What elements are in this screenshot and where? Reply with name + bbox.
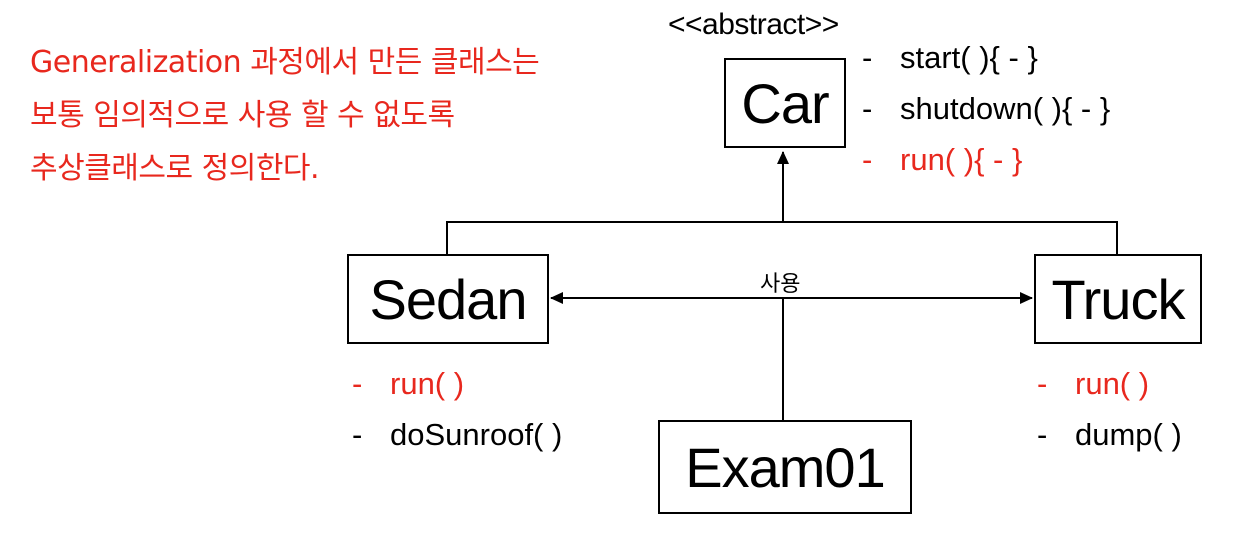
truck-methods: -run( ) -dump( ) [1037,358,1182,460]
note-line: 추상클래스로 정의한다. [30,151,320,186]
exam01-class-name: Exam01 [685,435,885,499]
car-class-box: Car [724,58,846,148]
car-method-shutdown: -shutdown( ){ - } [862,91,1111,126]
sedan-method-run: -run( ) [352,366,465,401]
note-line: 보통 임의적으로 사용 할 수 없도록 [30,98,455,133]
truck-method-dump: -dump( ) [1037,417,1182,452]
car-method-start: -start( ){ - } [862,40,1038,75]
note-line: Generalization 과정에서 만든 클래스는 [30,45,540,80]
truck-class-name: Truck [1051,267,1186,331]
truck-method-run: -run( ) [1037,366,1150,401]
car-method-run: -run( ){ - } [862,142,1023,177]
truck-class-box: Truck [1034,254,1202,344]
sedan-methods: -run( ) -doSunroof( ) [352,358,562,460]
generalization-line [446,221,1118,254]
sedan-class-name: Sedan [369,267,528,331]
sedan-class-box: Sedan [347,254,549,344]
car-class-name: Car [741,71,829,135]
exam01-class-box: Exam01 [658,420,912,514]
uses-label: 사용 [760,272,801,297]
car-stereotype: <<abstract>> [668,8,839,41]
generalization-note: Generalization 과정에서 만든 클래스는 보통 임의적으로 사용 … [30,36,650,195]
car-methods: -start( ){ - } -shutdown( ){ - } -run( )… [862,32,1110,185]
sedan-method-dosunroof: -doSunroof( ) [352,417,563,452]
